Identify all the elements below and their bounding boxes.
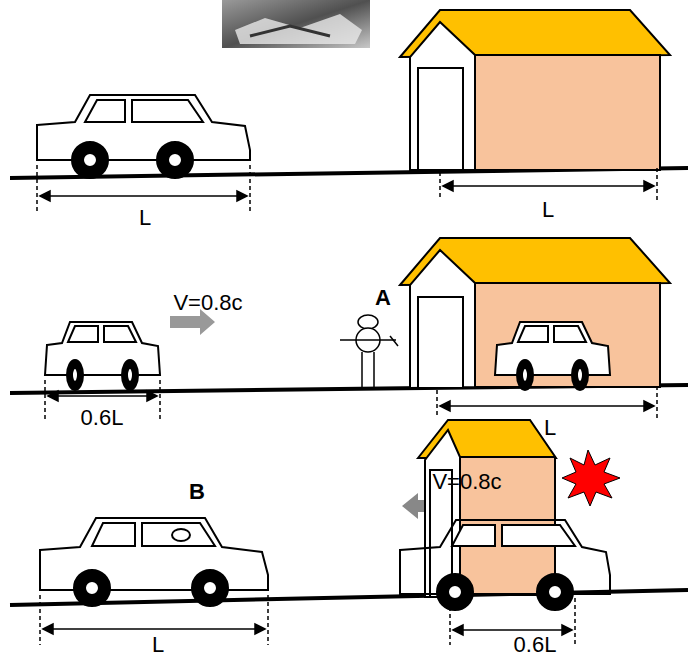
car xyxy=(40,518,268,606)
dimension-line xyxy=(440,168,657,200)
observer xyxy=(340,315,398,388)
velocity-label: V=0.8c xyxy=(432,471,501,493)
dimension-label: L xyxy=(542,199,554,221)
velocity-label: V=0.8c xyxy=(173,292,242,314)
car xyxy=(45,322,160,390)
garage xyxy=(400,10,670,170)
garage xyxy=(418,420,556,597)
car xyxy=(400,520,610,610)
photo xyxy=(222,0,370,48)
observer-label: B xyxy=(189,481,205,503)
dimension-line xyxy=(37,165,250,212)
dimension-label: L xyxy=(139,207,151,229)
dimension-label: L xyxy=(152,634,164,656)
observer-label: A xyxy=(375,287,391,309)
dimension-label: 0.6L xyxy=(81,407,124,429)
dimension-label: 0.6L xyxy=(514,634,557,656)
car xyxy=(37,95,250,178)
dimension-label: L xyxy=(544,417,556,439)
dimension-line xyxy=(437,386,657,418)
car xyxy=(495,322,610,390)
explosion-symbol xyxy=(562,450,620,506)
ground-line xyxy=(10,590,688,605)
garage xyxy=(400,238,670,388)
